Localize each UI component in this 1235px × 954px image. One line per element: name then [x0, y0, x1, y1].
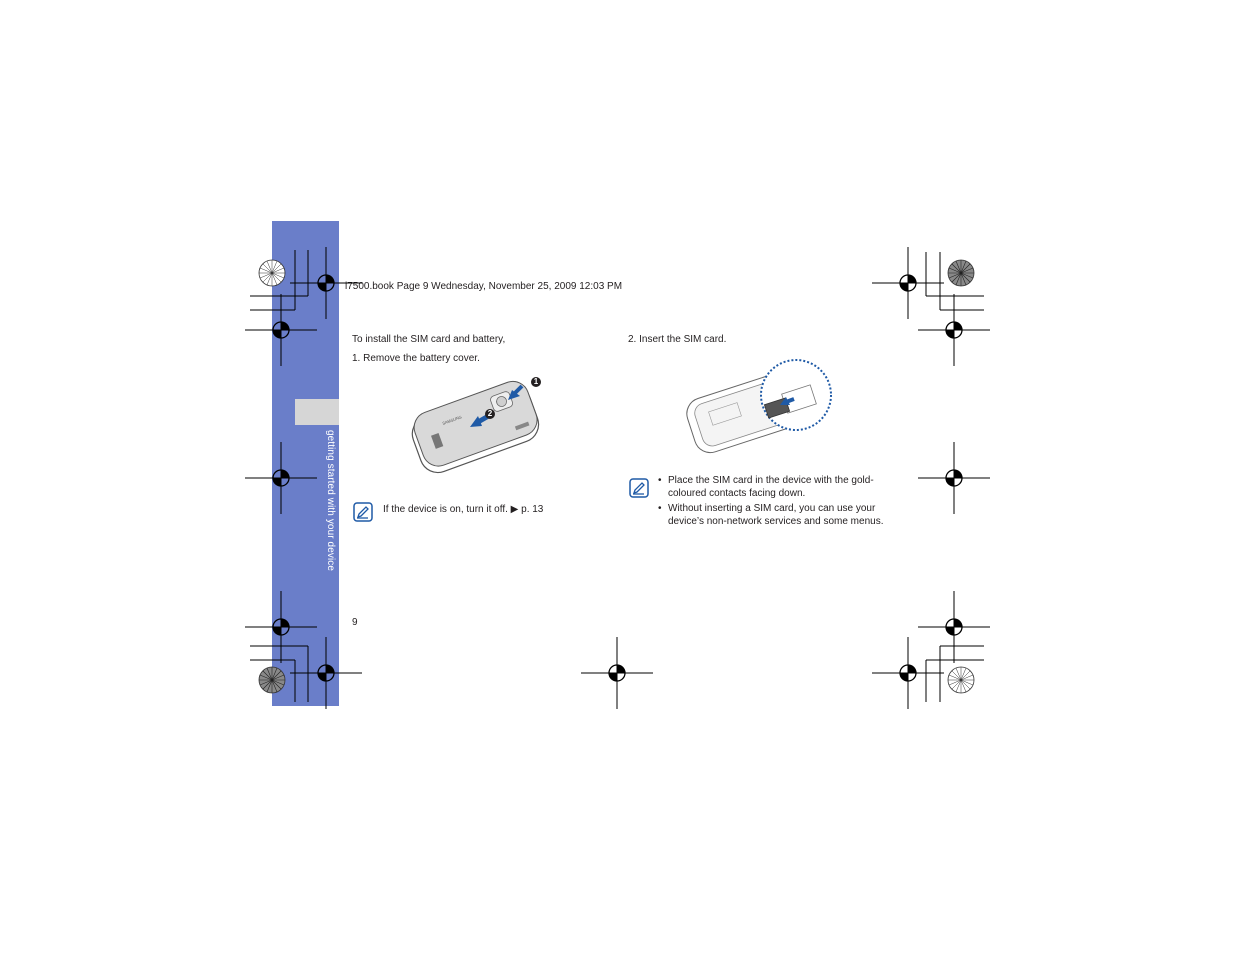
- registration-mark-icon: [244, 590, 318, 664]
- color-starburst-icon: [258, 666, 286, 694]
- left-note-text: If the device is on, turn it off. ▶ p. 1…: [383, 504, 544, 515]
- registration-mark-icon: [580, 636, 654, 710]
- note-pencil-icon: [353, 502, 373, 522]
- registration-mark-icon: [871, 636, 945, 710]
- bullet-text-line: Place the SIM card in the device with th…: [668, 475, 874, 486]
- bullet-text-line: coloured contacts facing down.: [668, 488, 806, 499]
- note-pencil-icon: [629, 478, 649, 498]
- bullet-text-line: Without inserting a SIM card, you can us…: [668, 503, 876, 514]
- registration-mark-icon: [917, 441, 991, 515]
- registration-mark-icon: [871, 246, 945, 320]
- registration-mark-icon: [917, 293, 991, 367]
- callout-1-badge: 1: [531, 377, 541, 387]
- battery-cover-illustration: SAMSUNG: [411, 380, 540, 474]
- list-item: • Without inserting a SIM card, you can …: [658, 502, 898, 528]
- bullet-marker: •: [658, 503, 662, 514]
- list-item: • Place the SIM card in the device with …: [658, 474, 898, 500]
- sidebar-section-label: getting started with your device: [325, 430, 336, 572]
- color-starburst-icon: [258, 259, 286, 287]
- step-2-text: 2. Insert the SIM card.: [628, 334, 727, 345]
- bullet-text-line: device’s non-network services and some m…: [668, 516, 884, 527]
- bullet-marker: •: [658, 475, 662, 486]
- book-header-line: i7500.book Page 9 Wednesday, November 25…: [345, 281, 623, 292]
- registration-mark-icon: [244, 293, 318, 367]
- registration-mark-icon: [289, 246, 363, 320]
- right-note-bullets: • Place the SIM card in the device with …: [658, 474, 898, 530]
- color-starburst-icon: [947, 259, 975, 287]
- crop-marks: [250, 250, 984, 702]
- registration-mark-icon: [244, 441, 318, 515]
- page-number: 9: [352, 617, 358, 628]
- sim-insertion-illustration: [686, 359, 832, 454]
- registration-mark-icon: [917, 590, 991, 664]
- callout-2-badge: 2: [485, 409, 495, 419]
- color-starburst-icon: [947, 666, 975, 694]
- step-1-text: 1. Remove the battery cover.: [352, 353, 480, 364]
- intro-text: To install the SIM card and battery,: [352, 334, 506, 345]
- sidebar-page-tab: [295, 399, 339, 425]
- registration-mark-icon: [289, 636, 363, 710]
- svg-text:SAMSUNG: SAMSUNG: [442, 414, 463, 426]
